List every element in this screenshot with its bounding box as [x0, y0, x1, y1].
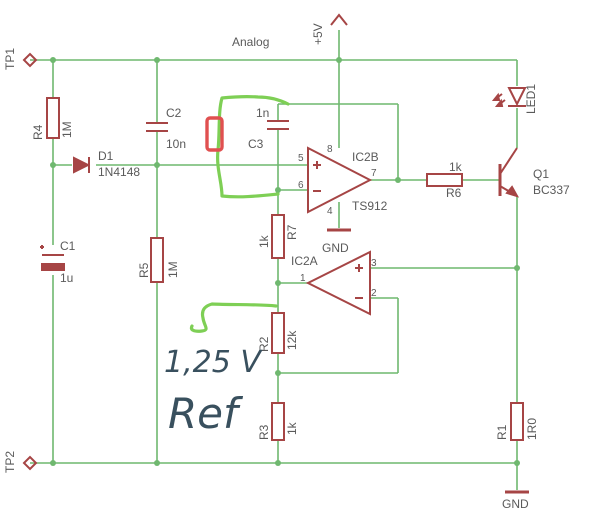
c3-ref: C3 [248, 137, 264, 151]
r4-ref: R4 [31, 124, 45, 140]
components [22, 13, 529, 494]
gnd-out-label: GND [502, 497, 529, 511]
r3-body [271, 402, 285, 441]
ic2b-body [307, 146, 373, 214]
r1-ref: R1 [495, 424, 509, 440]
r3-ref: R3 [257, 424, 271, 440]
r5-value: 1M [166, 261, 180, 278]
ic2b-pin4: 4 [327, 206, 333, 217]
green-sketch-ref-tap [189, 302, 278, 333]
gnd-ic-label: GND [322, 241, 349, 255]
c3-value: 1n [256, 106, 269, 120]
r2-value: 12k [285, 330, 299, 350]
tp2-marker [22, 455, 38, 471]
green-sketch-c3-loop [215, 94, 290, 199]
r3-value: 1k [285, 421, 299, 435]
r5-ref: R5 [137, 262, 151, 278]
ic2b-part: TS912 [352, 199, 388, 213]
r7-ref: R7 [285, 224, 299, 240]
d1-ref: D1 [98, 149, 114, 163]
r7-value: 1k [257, 234, 271, 248]
junctions [50, 57, 520, 466]
ic2a-pin1: 1 [300, 273, 306, 284]
tp2-label: TP2 [3, 451, 17, 473]
ref-word-note: Ref [168, 389, 244, 438]
c1-value: 1u [60, 271, 73, 285]
led1-ref: LED1 [524, 84, 538, 114]
ic2b-pin5: 5 [298, 153, 304, 164]
r2-body [271, 312, 285, 354]
r6-ref: R6 [446, 186, 462, 200]
red-sketch-capacitor [205, 116, 224, 152]
d1-body [73, 156, 91, 174]
wires [30, 30, 518, 490]
r5-body [150, 237, 164, 283]
ic2b-pin6: 6 [298, 180, 304, 191]
r1-value: 1R0 [525, 418, 539, 440]
r1-body [510, 402, 524, 441]
c2-value: 10n [166, 137, 186, 151]
r4-body [46, 97, 60, 139]
q1-value: BC337 [533, 183, 570, 197]
ic2a-pin3: 3 [371, 258, 377, 269]
r6-body [426, 173, 463, 187]
ic2b-pin7: 7 [371, 168, 377, 179]
r4-value: 1M [60, 121, 74, 138]
led1-body [507, 87, 527, 107]
ic2b-ref: IC2B [352, 150, 379, 164]
tp1-marker [22, 52, 38, 68]
ic2a-pin2: 2 [371, 288, 377, 299]
ic2a-body [305, 250, 371, 316]
ic2a-ref: IC2A [291, 254, 318, 268]
supply-arrow [330, 13, 348, 26]
c2-ref: C2 [166, 106, 182, 120]
d1-value: 1N4148 [98, 165, 140, 179]
supply-label: +5V [311, 23, 325, 45]
sheet-title: Analog [232, 35, 269, 49]
ic2b-pin8: 8 [327, 144, 333, 155]
r6-value: 1k [449, 160, 463, 174]
r7-body [271, 214, 285, 259]
tp1-label: TP1 [3, 48, 17, 70]
c1-body [41, 263, 65, 271]
c1-ref: C1 [60, 239, 76, 253]
sketch-markup [189, 94, 290, 333]
q1-ref: Q1 [533, 167, 549, 181]
r2-ref: R2 [257, 336, 271, 352]
ref-voltage-note: 1,25 V [164, 345, 263, 380]
